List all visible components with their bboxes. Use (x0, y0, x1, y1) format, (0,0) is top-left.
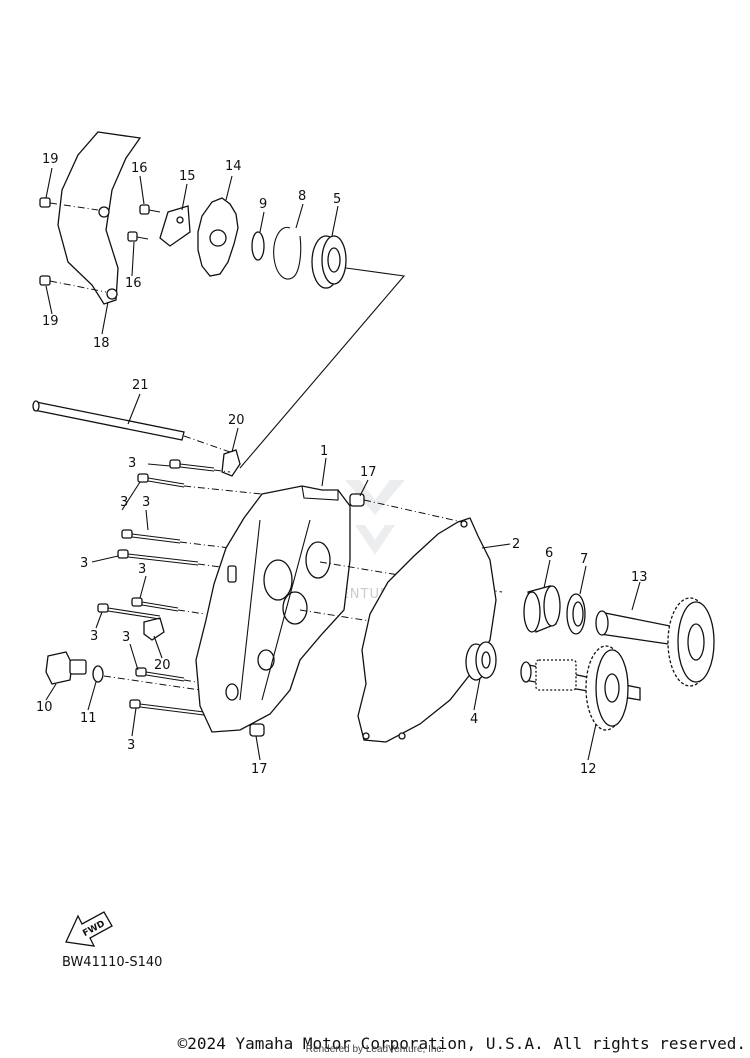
gear-13[interactable] (595, 597, 715, 687)
bolt-19-lower[interactable] (39, 275, 107, 293)
label-6: 6 (545, 546, 553, 561)
crankcase-cover-1[interactable] (195, 485, 351, 733)
label-21: 21 (132, 378, 149, 393)
bearing-5[interactable] (311, 235, 347, 289)
seal-7[interactable] (566, 593, 586, 635)
label-4: 4 (470, 712, 478, 727)
bearing-4[interactable] (465, 641, 497, 681)
label-12: 12 (580, 762, 597, 777)
part-labels: 19 19 18 16 16 15 14 9 8 5 21 20 3 3 3 3… (36, 152, 648, 777)
label-20-b: 20 (154, 658, 171, 673)
shaft-centerline (319, 561, 503, 593)
rod-21[interactable] (32, 400, 185, 441)
label-9: 9 (259, 197, 267, 212)
label-16: 16 (131, 161, 148, 176)
label-16-b: 16 (125, 276, 142, 291)
label-19-b: 19 (42, 314, 59, 329)
copyright-text: ©2024 Yamaha Motor Corporation, U.S.A. A… (177, 1034, 746, 1053)
washer-11[interactable] (92, 665, 104, 683)
leader-lines (45, 167, 641, 761)
rendered-by-text: Rendered by LeadVenture, Inc. (305, 1044, 445, 1055)
label-11: 11 (80, 711, 97, 726)
circlip-9[interactable] (251, 231, 265, 261)
label-3-c: 3 (142, 495, 150, 510)
label-2: 2 (512, 537, 520, 552)
label-14: 14 (225, 159, 242, 174)
bearing-6[interactable] (523, 585, 561, 633)
bolt-16-upper[interactable] (139, 204, 161, 215)
label-17-b: 17 (251, 762, 268, 777)
plug-10[interactable] (45, 651, 87, 685)
dowel-17-line (363, 499, 463, 523)
label-3-g: 3 (122, 630, 130, 645)
drive-cover-18[interactable] (57, 131, 142, 305)
fwd-arrow-icon: FWD (65, 911, 113, 947)
bolts-3[interactable] (97, 459, 215, 716)
label-5: 5 (333, 192, 341, 207)
bolt-19-upper[interactable] (39, 197, 99, 211)
label-13: 13 (631, 570, 648, 585)
dowel-17-lower[interactable] (249, 723, 265, 737)
gasket-2[interactable] (357, 517, 497, 743)
label-3-f: 3 (90, 629, 98, 644)
leader-5-to-case (239, 267, 406, 469)
gear-12[interactable] (520, 645, 641, 731)
label-3-d: 3 (80, 556, 88, 571)
label-18: 18 (93, 336, 110, 351)
dowel-17-upper[interactable] (349, 493, 365, 507)
label-3-b: 3 (120, 495, 128, 510)
label-3-a: 3 (128, 456, 136, 471)
watermark-logo (345, 480, 405, 555)
label-20: 20 (228, 413, 245, 428)
label-1: 1 (320, 444, 328, 459)
label-15: 15 (179, 169, 196, 184)
bolt-16-lower[interactable] (127, 231, 149, 242)
label-19: 19 (42, 152, 59, 167)
sprocket-14[interactable] (197, 197, 239, 277)
plug-line (103, 675, 201, 691)
label-3-e: 3 (138, 562, 146, 577)
figure-code: BW41110-S140 (62, 955, 162, 970)
rod-21-line (183, 435, 231, 453)
plate-15[interactable] (159, 205, 191, 247)
label-10: 10 (36, 700, 53, 715)
circlip-8[interactable] (273, 226, 302, 280)
clamp-20-upper[interactable] (221, 449, 241, 477)
label-7: 7 (580, 552, 588, 567)
label-8: 8 (298, 189, 306, 204)
label-17: 17 (360, 465, 377, 480)
label-3-h: 3 (127, 738, 135, 753)
